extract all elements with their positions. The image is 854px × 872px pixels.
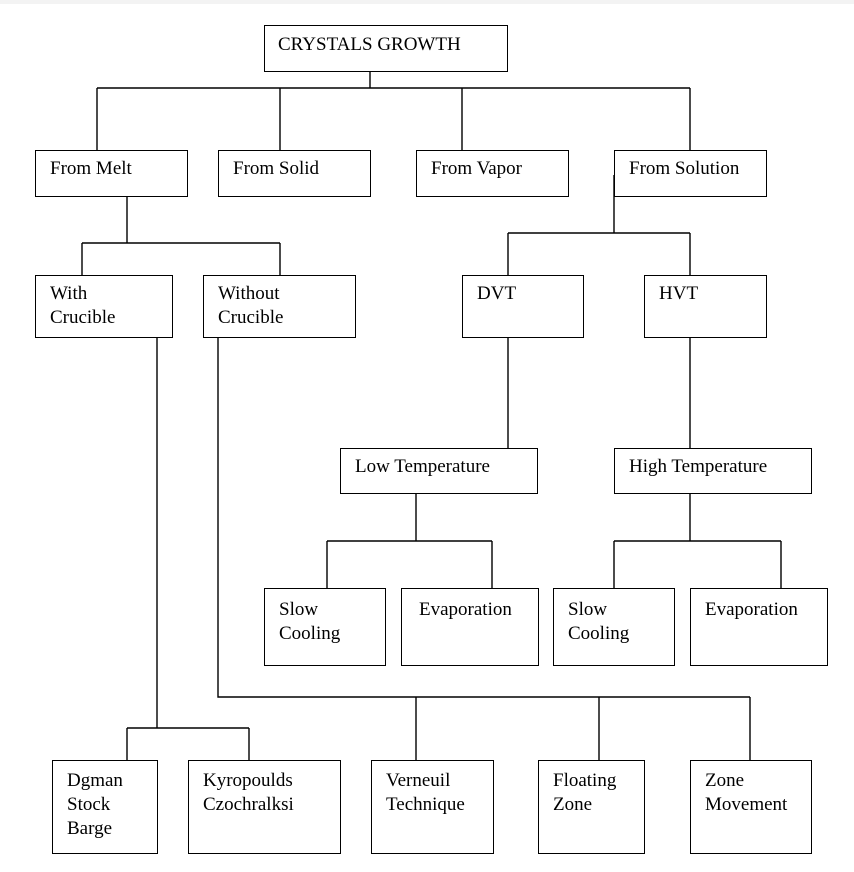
node-floating-line1: Floating (553, 770, 617, 791)
connector-solution (507, 175, 691, 275)
node-high-slow-cooling-line2: Cooling (568, 623, 630, 644)
connector-melt (81, 197, 281, 275)
connector-without-crucible (217, 338, 751, 760)
node-low-evaporation: Evaporation (401, 588, 539, 666)
node-high-evaporation: Evaporation (690, 588, 828, 666)
node-low-temperature-label: Low Temperature (355, 456, 490, 477)
node-without-crucible-line1: Without (218, 283, 280, 304)
node-dgman-line1: Dgman (67, 770, 123, 791)
page-top-strip (0, 0, 854, 4)
node-without-crucible: Without Crucible (203, 275, 356, 338)
node-from-solution: From Solution (614, 150, 767, 197)
node-high-temperature: High Temperature (614, 448, 812, 494)
node-from-vapor-label: From Vapor (431, 158, 522, 179)
node-floating-line2: Zone (553, 794, 593, 815)
connector-low-temp (326, 494, 493, 588)
node-zone-movement-line2: Movement (705, 794, 788, 815)
node-low-slow-cooling: Slow Cooling (264, 588, 386, 666)
node-kyropoulds-line2: Czochralksi (203, 794, 294, 815)
node-kyropoulds-czochralksi: Kyropoulds Czochralksi (188, 760, 341, 854)
node-low-evaporation-label: Evaporation (419, 599, 512, 620)
node-dgman-line3: Barge (67, 818, 113, 839)
node-with-crucible-line1: With (50, 283, 88, 304)
node-from-solid: From Solid (218, 150, 371, 197)
node-high-evaporation-label: Evaporation (705, 599, 798, 620)
node-with-crucible-line2: Crucible (50, 307, 116, 328)
node-zone-movement-line1: Zone (705, 770, 745, 791)
node-without-crucible-line2: Crucible (218, 307, 284, 328)
node-from-melt-label: From Melt (50, 158, 132, 179)
node-dgman-stock-barge: Dgman Stock Barge (52, 760, 158, 854)
node-with-crucible: With Crucible (35, 275, 173, 338)
node-dvt: DVT (462, 275, 584, 338)
node-high-temperature-label: High Temperature (629, 456, 768, 477)
node-low-slow-cooling-line1: Slow (279, 599, 319, 620)
node-hvt: HVT (644, 275, 767, 338)
node-low-slow-cooling-line2: Cooling (279, 623, 341, 644)
node-kyropoulds-line1: Kyropoulds (203, 770, 293, 791)
node-from-solid-label: From Solid (233, 158, 320, 179)
node-dvt-label: DVT (477, 283, 517, 304)
node-from-melt: From Melt (35, 150, 188, 197)
node-from-vapor: From Vapor (416, 150, 569, 197)
connector-with-crucible (126, 338, 250, 760)
node-dgman-line2: Stock (67, 794, 111, 815)
node-high-slow-cooling-line1: Slow (568, 599, 608, 620)
root-label: CRYSTALS GROWTH (278, 34, 461, 55)
node-from-solution-label: From Solution (629, 158, 740, 179)
node-zone-movement: Zone Movement (690, 760, 812, 854)
connector-high-temp (613, 494, 782, 588)
node-verneuil-line1: Verneuil (386, 770, 451, 791)
node-low-temperature: Low Temperature (340, 448, 538, 494)
node-verneuil-line2: Technique (386, 794, 465, 815)
node-floating-zone: Floating Zone (538, 760, 645, 854)
root-node: CRYSTALS GROWTH (264, 25, 508, 72)
node-hvt-label: HVT (659, 283, 699, 304)
connector-root (96, 72, 691, 150)
node-verneuil-technique: Verneuil Technique (371, 760, 494, 854)
node-high-slow-cooling: Slow Cooling (553, 588, 675, 666)
